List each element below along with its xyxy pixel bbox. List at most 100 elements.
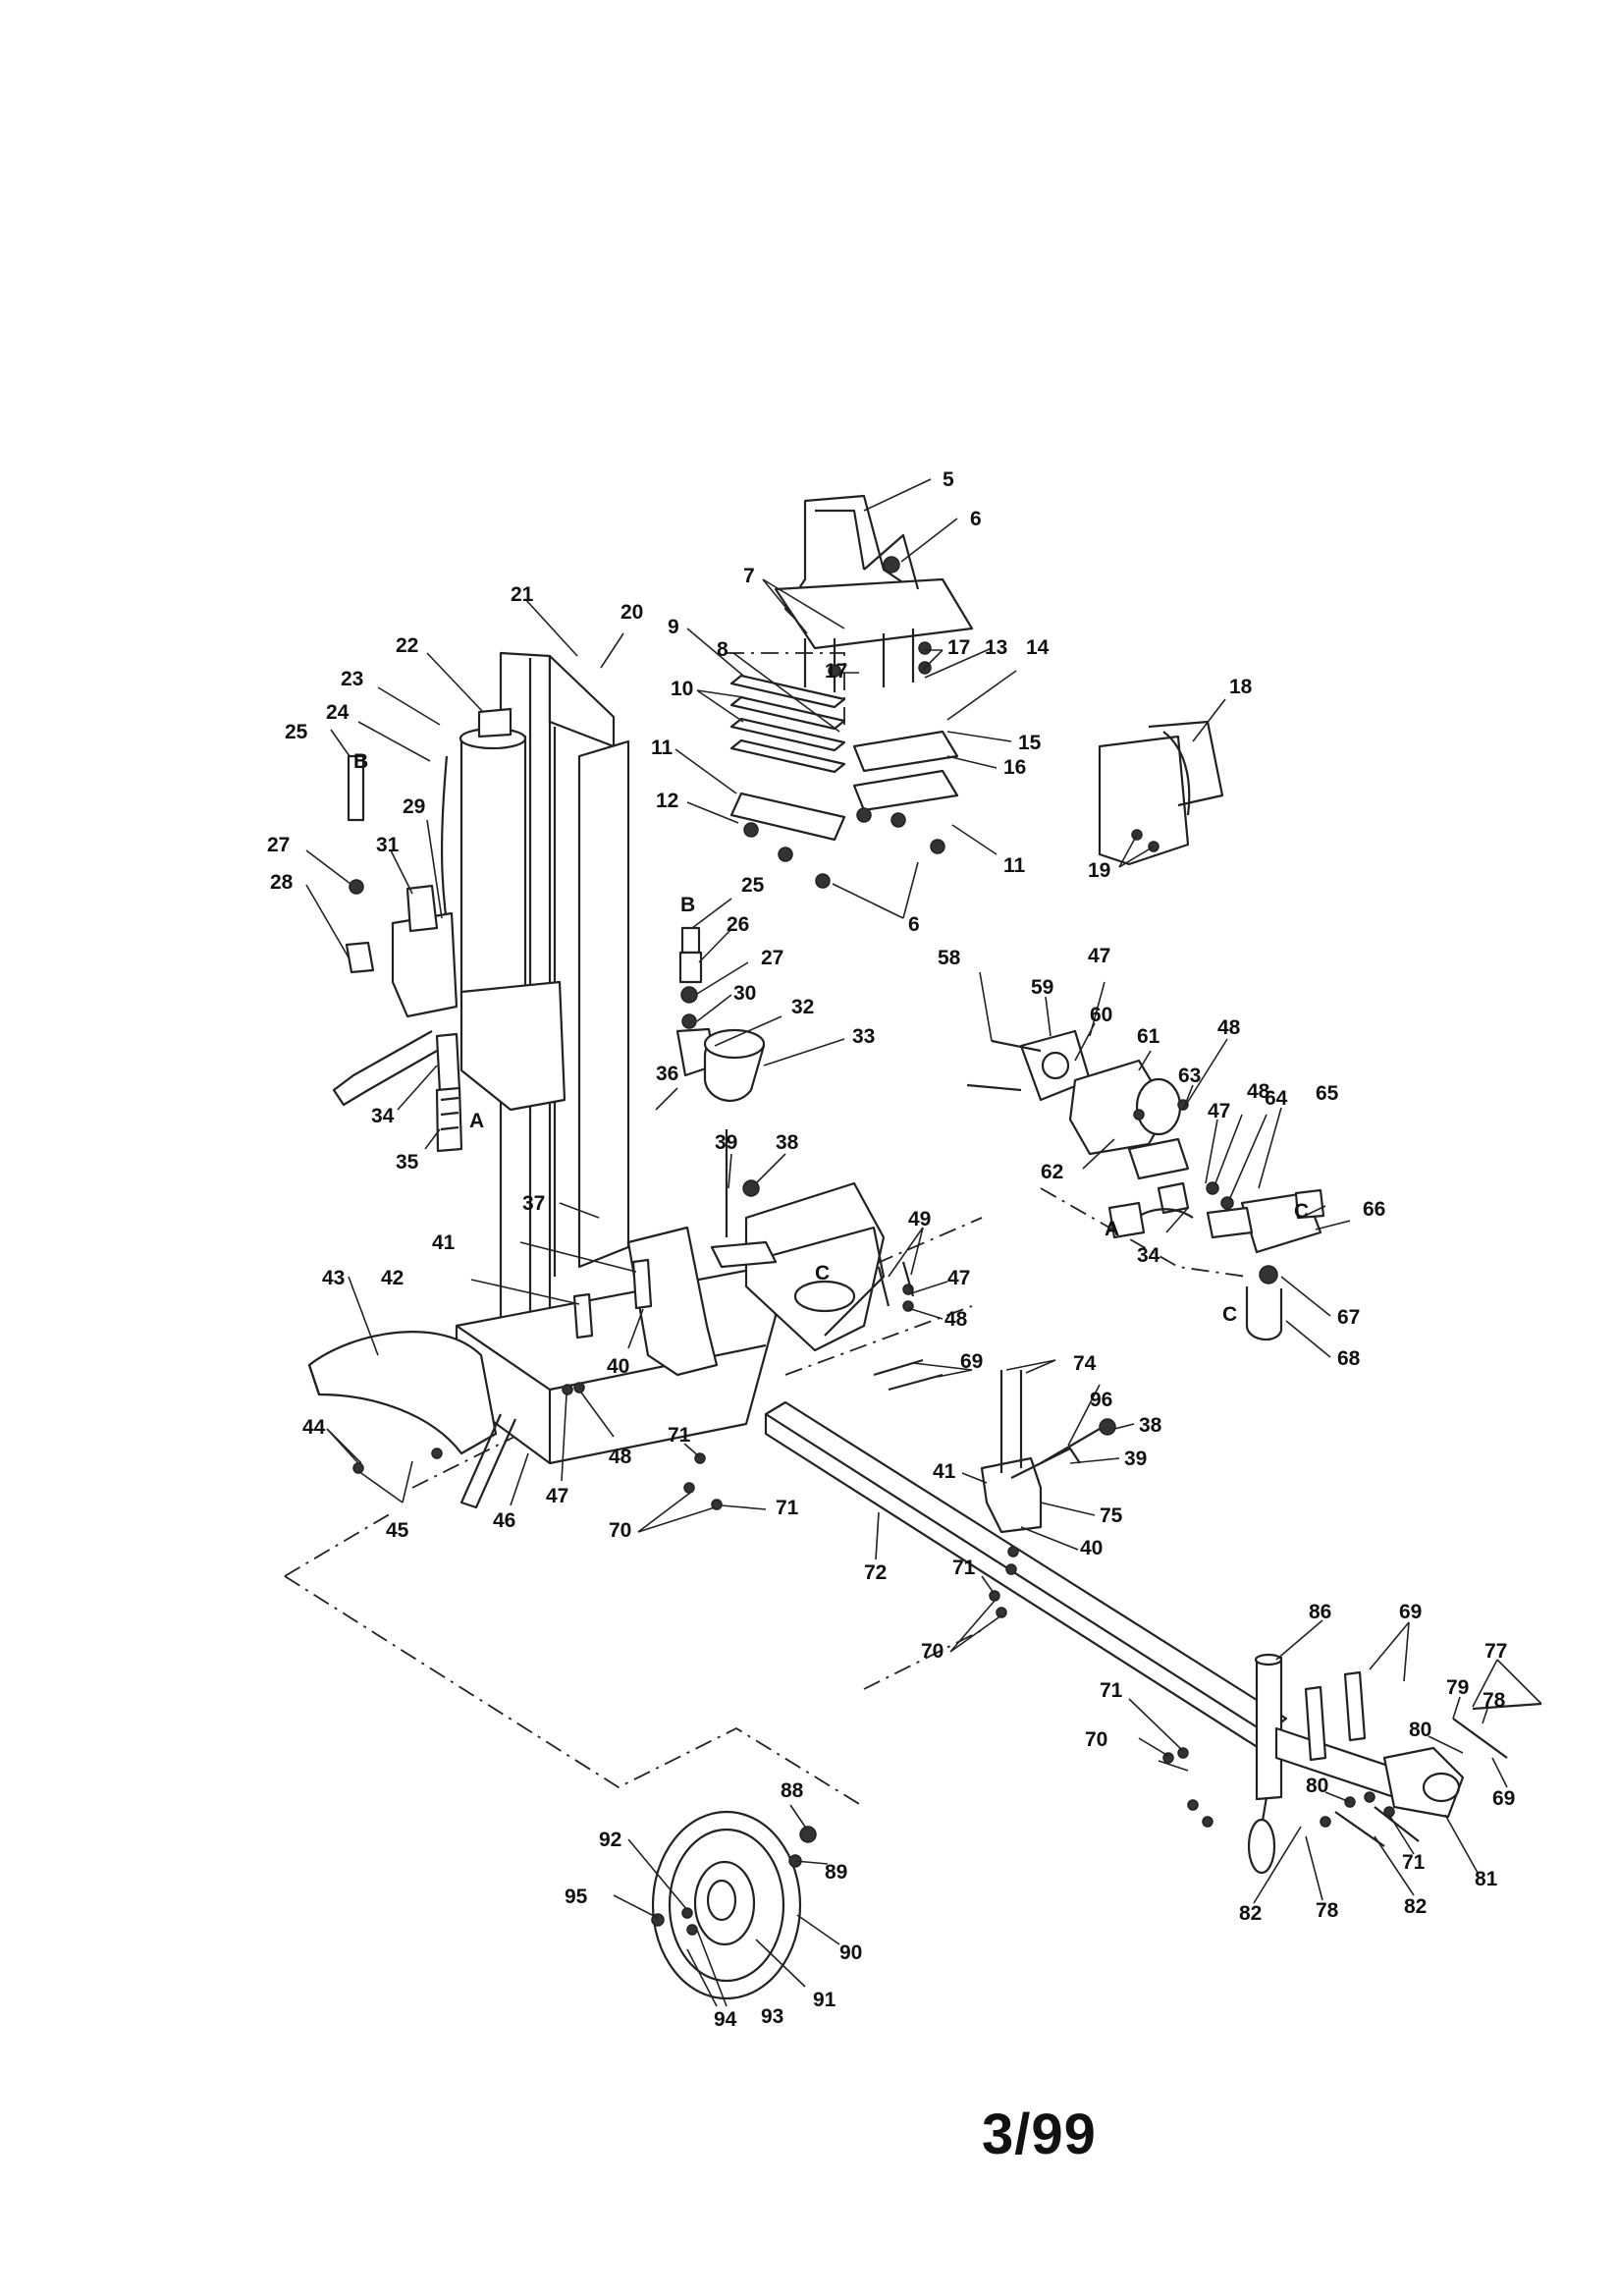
callout-label: 39: [1124, 1448, 1147, 1470]
callout-label: 40: [607, 1355, 629, 1378]
callout-label: 48: [1247, 1080, 1270, 1103]
axle: [459, 1413, 517, 1509]
callout-label: 38: [776, 1131, 799, 1154]
wheel-assembly: [651, 1810, 817, 2000]
connection-letter: C: [1294, 1200, 1309, 1223]
callout-label: 27: [761, 947, 783, 969]
callout-label: 59: [1031, 976, 1053, 999]
callout-label: 65: [1316, 1082, 1339, 1105]
callout-label: 5: [943, 468, 954, 491]
callout-label: 46: [493, 1509, 515, 1532]
callout-label: 9: [668, 616, 679, 638]
callout-label: 79: [1446, 1676, 1469, 1699]
callout-label: 47: [1208, 1100, 1230, 1122]
callout-label: 28: [270, 871, 294, 894]
callout-label: 82: [1404, 1895, 1427, 1918]
connection-letter: C: [1222, 1303, 1237, 1326]
callout-label: 96: [1090, 1389, 1112, 1411]
wedge-assembly: [729, 494, 974, 889]
connection-letter: B: [353, 750, 368, 773]
callout-label: 12: [656, 790, 678, 812]
callout-label: 6: [970, 508, 982, 530]
callout-label: 42: [381, 1267, 404, 1289]
callout-label: 91: [813, 1989, 836, 2011]
callout-label: 86: [1309, 1601, 1331, 1623]
callout-label: 48: [609, 1446, 632, 1468]
callout-label: 47: [947, 1267, 970, 1289]
callout-label: 39: [715, 1131, 737, 1154]
callout-label: 94: [714, 2008, 737, 2031]
callout-label: 20: [620, 601, 643, 624]
callout-label: 62: [1041, 1161, 1063, 1183]
callout-label: 34: [371, 1105, 395, 1127]
connection-letter: C: [815, 1262, 830, 1285]
callout-label: 71: [668, 1424, 691, 1447]
fender: [307, 1331, 498, 1455]
wedge-cover: [1098, 720, 1224, 866]
control-valve: [332, 754, 463, 1153]
callout-label: 24: [326, 701, 350, 724]
callout-label: 22: [396, 634, 418, 657]
callout-label: 25: [741, 874, 765, 897]
callout-label: 43: [322, 1267, 345, 1289]
callout-label: 15: [1018, 732, 1042, 754]
callout-label: 81: [1475, 1868, 1498, 1890]
hydraulic-cylinder: [458, 707, 566, 1112]
callout-label: 19: [1088, 859, 1110, 882]
callout-label: 93: [761, 2005, 783, 2028]
callout-label: 26: [727, 913, 749, 936]
callout-label: 7: [743, 565, 755, 587]
callout-label: 77: [1484, 1640, 1507, 1663]
leader-lines: [305, 478, 1542, 2007]
connection-letter: A: [469, 1110, 484, 1132]
callout-label: 18: [1229, 676, 1253, 698]
callout-label: 70: [609, 1519, 631, 1542]
callout-label: 47: [546, 1485, 568, 1507]
callout-label: 11: [1003, 854, 1026, 877]
callout-label: 70: [1085, 1728, 1107, 1751]
callout-label: 60: [1090, 1004, 1112, 1026]
callout-label: 89: [825, 1861, 847, 1884]
callout-label: 74: [1073, 1352, 1097, 1375]
callout-label: 78: [1483, 1689, 1506, 1712]
callout-label: 35: [396, 1151, 419, 1174]
hitch-coupler: [1274, 1670, 1542, 1847]
callout-label: 48: [1217, 1016, 1241, 1039]
callout-label: 80: [1306, 1775, 1328, 1797]
callout-label: 10: [671, 678, 693, 700]
callout-label: 33: [852, 1025, 875, 1048]
callout-labels: 5 6 7 8 9 10 11 12 13 14 15 16 17 17 11 …: [267, 468, 1515, 2031]
callout-label: 48: [944, 1308, 968, 1331]
callout-label: 13: [985, 636, 1007, 659]
page-number: 3/99: [982, 2103, 1097, 2166]
callout-label: 69: [1492, 1787, 1515, 1810]
callout-label: 11: [651, 737, 674, 759]
callout-label: 71: [1100, 1679, 1123, 1702]
callout-label: 16: [1003, 756, 1026, 779]
callout-label: 31: [376, 834, 400, 856]
callout-label: 41: [432, 1231, 456, 1254]
callout-label: 67: [1337, 1306, 1360, 1329]
callout-label: 45: [386, 1519, 409, 1542]
callout-label: 47: [1088, 945, 1110, 967]
pump-motor: [966, 1029, 1325, 1341]
callout-label: 6: [908, 913, 920, 936]
callout-label: 21: [511, 583, 534, 606]
callout-label: 71: [1402, 1851, 1426, 1874]
callout-label: 61: [1137, 1025, 1160, 1048]
tongue-beam: [764, 1400, 1288, 1755]
callout-label: 69: [960, 1350, 983, 1373]
callout-label: 78: [1316, 1899, 1339, 1922]
callout-label: 40: [1080, 1537, 1103, 1559]
callout-label: 58: [938, 947, 961, 969]
connection-letters: B A B C A C C: [353, 750, 1309, 1326]
callout-label: 17: [825, 660, 847, 683]
connection-letter: B: [680, 894, 695, 916]
callout-label: 71: [776, 1497, 799, 1519]
callout-label: 17: [947, 636, 970, 659]
callout-label: 69: [1399, 1601, 1422, 1623]
connection-letter: A: [1105, 1218, 1119, 1240]
callout-label: 49: [908, 1208, 931, 1230]
callout-label: 88: [781, 1779, 804, 1802]
